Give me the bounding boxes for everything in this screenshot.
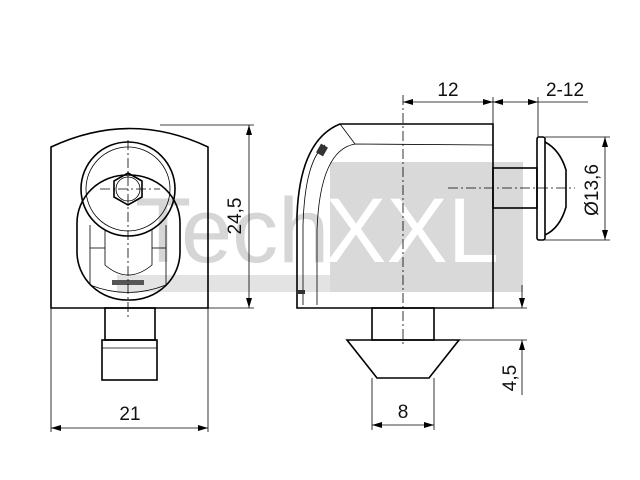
dim-range-2-12: 2-12 (546, 80, 584, 101)
dim-diameter-13-6: Ø13,6 (582, 164, 603, 216)
dim-depth-12: 12 (437, 80, 458, 101)
dim-height-24-5: 24,5 (225, 198, 246, 235)
dimension-lines (50, 97, 610, 432)
watermark-xxl: XXL (325, 180, 499, 282)
front-view (50, 127, 209, 381)
side-view (296, 95, 575, 379)
dim-slot-width-8: 8 (398, 402, 409, 423)
watermark: Tech XXL (117, 162, 523, 292)
dim-width-21: 21 (119, 404, 140, 425)
dim-slot-height-4-5: 4,5 (500, 365, 521, 391)
